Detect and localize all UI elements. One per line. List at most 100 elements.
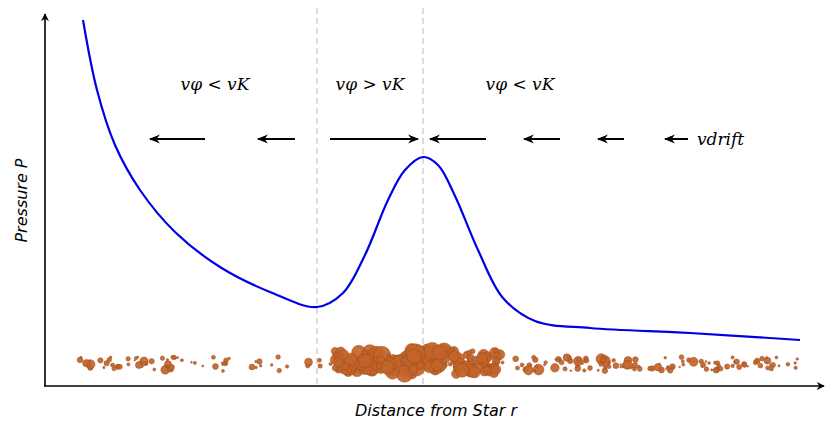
dust-grain (103, 366, 105, 368)
dust-grain (407, 349, 421, 363)
dust-grain (563, 367, 567, 371)
dust-grain (769, 366, 774, 371)
dust-grain (559, 358, 562, 361)
dust-grain (742, 362, 747, 367)
dust-grain (716, 361, 720, 365)
dust-grain (679, 355, 684, 360)
dust-grain (432, 345, 447, 360)
dust-grain (338, 349, 349, 360)
dust-grain (708, 362, 711, 365)
dust-grain (255, 366, 258, 369)
dust-grain (466, 350, 471, 355)
dust-grain (731, 356, 734, 359)
dust-grain (270, 364, 273, 367)
dust-grain (160, 356, 164, 360)
dust-grain (689, 357, 698, 366)
dust-grain (533, 364, 544, 375)
dust-grain (228, 357, 231, 360)
dust-grain (664, 356, 667, 359)
dust-grain (607, 365, 611, 369)
dust-grain (409, 365, 417, 373)
dust-grain (633, 357, 639, 363)
dust-grain (259, 365, 262, 368)
dust-grain (597, 369, 599, 371)
dust-grain (180, 359, 183, 362)
dust-grain (137, 356, 139, 358)
dust-grain (666, 367, 670, 371)
dust-grain (551, 364, 559, 372)
dust-grain (346, 372, 349, 375)
velocity-label: vφ < vK (181, 74, 250, 94)
dust-grain (285, 365, 288, 368)
dust-grain (211, 355, 215, 359)
dust-grain (193, 361, 196, 364)
dust-grain (737, 364, 742, 369)
dust-grain (171, 355, 175, 359)
dust-grain (406, 344, 425, 363)
dust-grain (612, 358, 616, 362)
dust-grain (583, 360, 586, 363)
dust-grain (623, 360, 632, 369)
dust-grain (477, 352, 488, 363)
dust-grain (469, 366, 481, 378)
dust-grain (584, 358, 589, 363)
dust-grain (575, 366, 581, 372)
dust-grain (276, 355, 281, 360)
dust-grain (202, 365, 204, 367)
dust-grain (513, 356, 519, 362)
dust-grain (77, 357, 83, 363)
dust-grain (165, 365, 168, 368)
dust-grain (747, 366, 749, 368)
dust-grain (112, 367, 116, 371)
dust-grain (501, 361, 504, 364)
dust-grain (176, 357, 178, 359)
dust-grain (786, 362, 790, 366)
axis-label: Distance from Star r (355, 401, 517, 420)
dust-grain (520, 363, 524, 367)
dust-grain (127, 363, 130, 366)
dust-grain (401, 363, 405, 367)
dust-grain (255, 360, 257, 362)
dust-grain (376, 362, 382, 368)
drift-arrows (150, 138, 688, 140)
dust-grain (358, 354, 371, 367)
velocity-label: vφ > vK (336, 74, 405, 94)
dust-grain (358, 353, 373, 368)
dust-grain (387, 353, 390, 356)
dust-grain (711, 369, 713, 371)
dust-grain (169, 364, 175, 370)
dust-grain (794, 362, 797, 365)
dust-grain (153, 368, 156, 371)
dust-grain (796, 358, 799, 361)
dust-particles (77, 342, 798, 382)
dust-grain (532, 355, 536, 359)
dust-grain (224, 363, 226, 365)
dust-grain (317, 358, 321, 362)
drift-arrow (330, 138, 418, 140)
dust-grain (570, 370, 572, 372)
dust-grain (742, 363, 747, 368)
dust-grain (620, 366, 622, 368)
dust-grain (135, 362, 142, 369)
dust-grain (563, 354, 570, 361)
drift-arrow (524, 138, 560, 140)
drift-arrow (665, 138, 688, 140)
drift-arrow (258, 138, 295, 140)
y-axis (44, 14, 46, 386)
dust-grain (533, 370, 535, 372)
dust-grain (654, 363, 661, 370)
dust-grain (318, 364, 322, 368)
dust-grain (682, 363, 685, 366)
dust-grain (602, 368, 607, 373)
dust-grain (249, 364, 255, 370)
dust-grain (704, 367, 709, 372)
dust-grain (681, 360, 684, 363)
dust-grain (559, 360, 564, 365)
dust-grain (80, 356, 82, 358)
dust-grain (191, 361, 193, 363)
dust-grain (775, 356, 778, 359)
dust-grain (758, 363, 763, 368)
dust-grain (213, 364, 219, 370)
dust-grain (401, 358, 406, 363)
